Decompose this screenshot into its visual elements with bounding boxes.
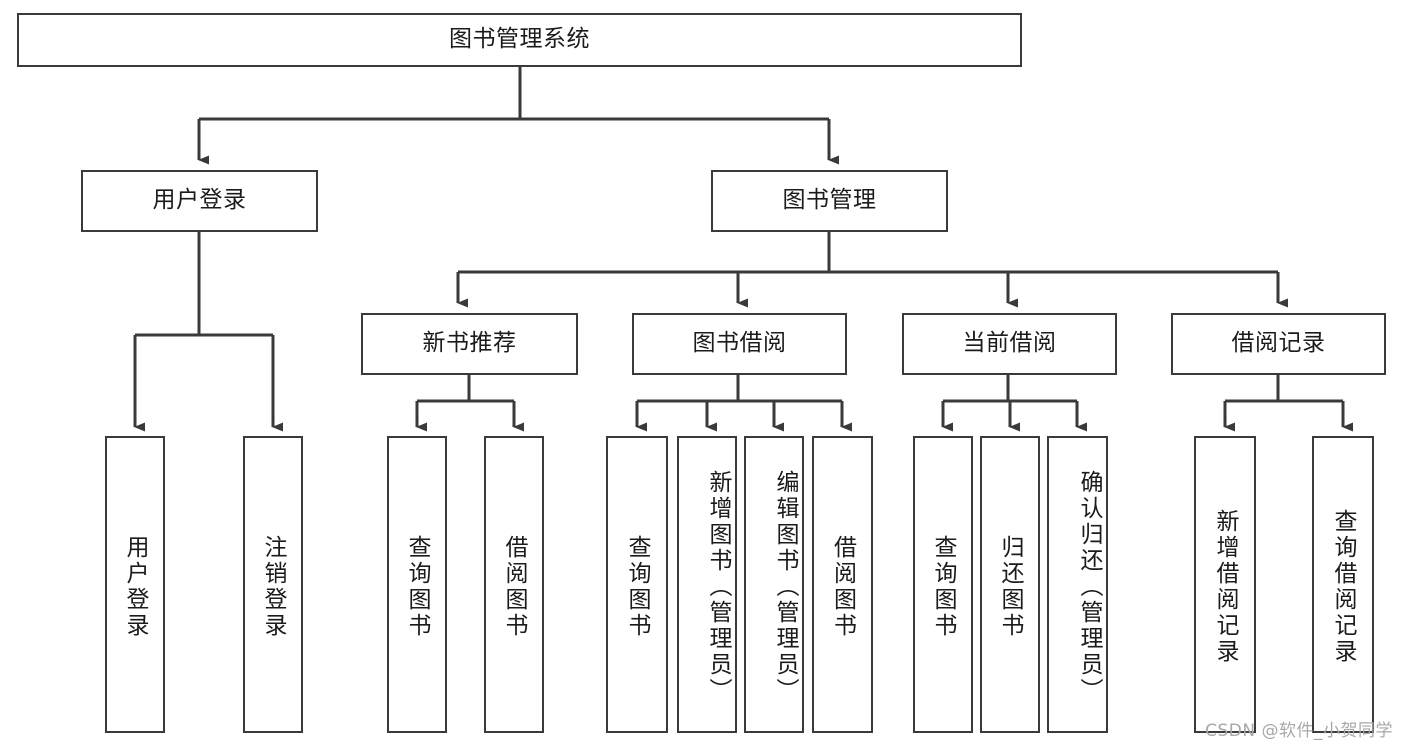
node-current-borrow[interactable]: 当前借阅 [902, 313, 1117, 375]
leaf-add-borrow-record[interactable]: 新增借阅记录 [1194, 436, 1256, 733]
node-book-borrow[interactable]: 图书借阅 [632, 313, 847, 375]
leaf-edit-book-admin-label: 编辑图书（管理员） [772, 469, 798, 704]
leaf-query-books-borrow-label: 查询图书 [624, 534, 650, 639]
node-borrow-records-label: 借阅记录 [1231, 330, 1326, 357]
leaf-query-books-current-label: 查询图书 [930, 534, 956, 639]
leaf-query-borrow-record[interactable]: 查询借阅记录 [1312, 436, 1374, 733]
leaf-return-books-label: 归还图书 [997, 534, 1023, 639]
node-current-borrow-label: 当前借阅 [962, 330, 1057, 357]
leaf-add-book-admin-label: 新增图书（管理员） [705, 469, 731, 704]
leaf-user-login-label: 用户登录 [122, 534, 148, 639]
leaf-confirm-return-admin[interactable]: 确认归还（管理员） [1047, 436, 1108, 733]
node-book-management-label: 图书管理 [782, 187, 877, 214]
leaf-query-books-borrow[interactable]: 查询图书 [606, 436, 668, 733]
leaf-add-book-admin[interactable]: 新增图书（管理员） [677, 436, 737, 733]
leaf-borrow-books-newbook-label: 借阅图书 [501, 534, 527, 639]
node-borrow-records[interactable]: 借阅记录 [1171, 313, 1386, 375]
node-root-label: 图书管理系统 [449, 26, 590, 53]
leaf-logout-label: 注销登录 [260, 534, 286, 639]
leaf-query-books-current[interactable]: 查询图书 [913, 436, 973, 733]
csdn-watermark: CSDN @软件_小贺同学 [1205, 721, 1393, 741]
leaf-confirm-return-admin-label: 确认归还（管理员） [1076, 469, 1102, 704]
leaf-query-books-newbook-label: 查询图书 [404, 534, 430, 639]
leaf-borrow-books-borrow-label: 借阅图书 [829, 534, 856, 639]
leaf-return-books[interactable]: 归还图书 [980, 436, 1040, 733]
node-root[interactable]: 图书管理系统 [17, 13, 1022, 67]
leaf-edit-book-admin[interactable]: 编辑图书（管理员） [744, 436, 804, 733]
leaf-borrow-books-borrow[interactable]: 借阅图书 [812, 436, 873, 733]
leaf-user-login[interactable]: 用户登录 [105, 436, 165, 733]
node-new-book-recommend[interactable]: 新书推荐 [361, 313, 578, 375]
leaf-query-borrow-record-label: 查询借阅记录 [1330, 508, 1356, 665]
node-book-borrow-label: 图书借阅 [692, 330, 787, 357]
leaf-add-borrow-record-label: 新增借阅记录 [1212, 508, 1238, 665]
leaf-borrow-books-newbook[interactable]: 借阅图书 [484, 436, 544, 733]
node-user-login-label: 用户登录 [152, 187, 247, 214]
leaf-query-books-newbook[interactable]: 查询图书 [387, 436, 447, 733]
node-book-management[interactable]: 图书管理 [711, 170, 948, 232]
leaf-logout[interactable]: 注销登录 [243, 436, 303, 733]
node-new-book-recommend-label: 新书推荐 [422, 330, 517, 357]
node-user-login[interactable]: 用户登录 [81, 170, 318, 232]
